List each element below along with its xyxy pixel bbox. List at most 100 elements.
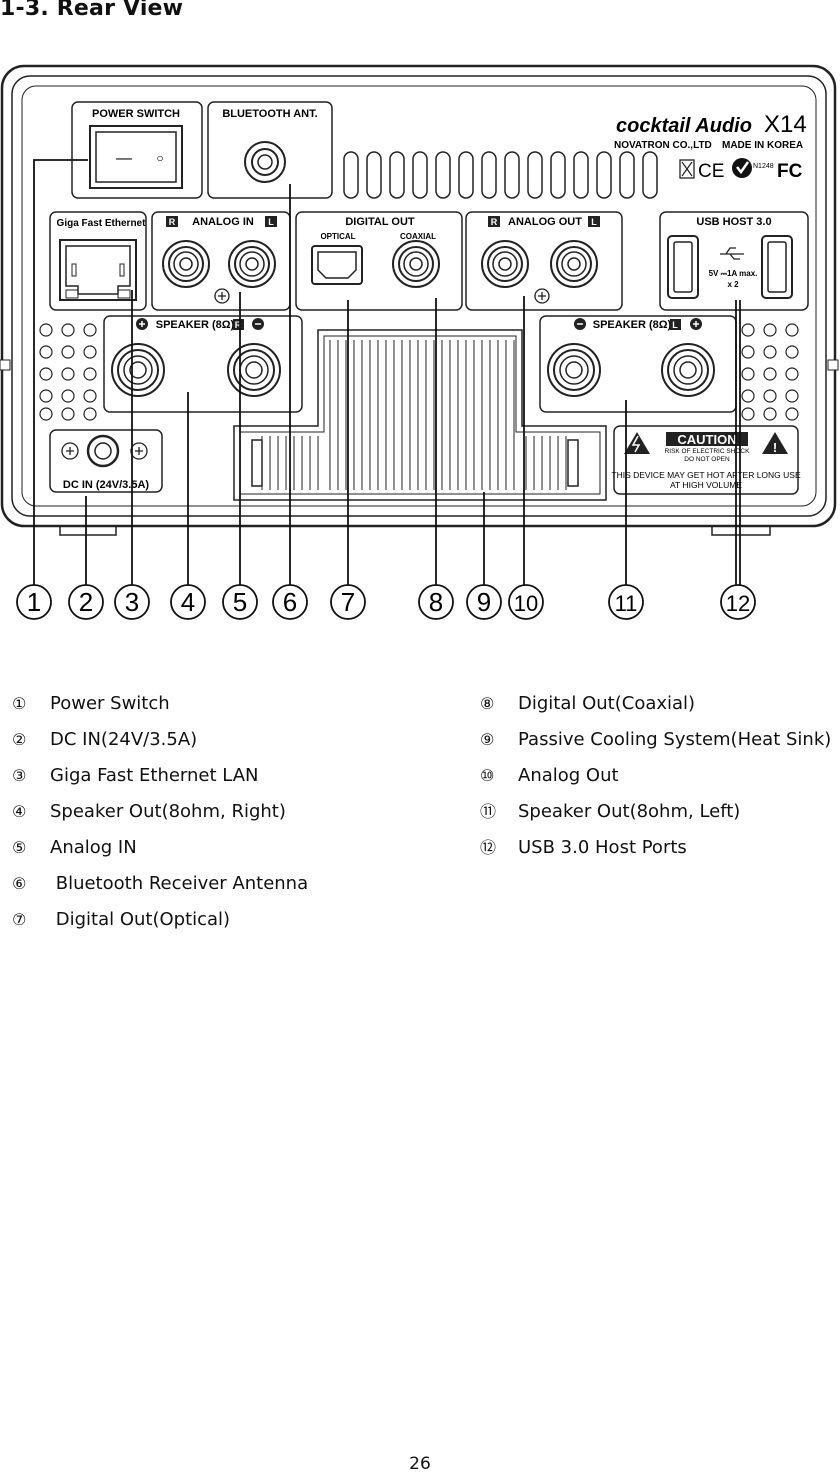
callout-markers: 1 2 3 4 5 6 7 8 9 10 11 12 <box>16 584 756 620</box>
ethernet-port[interactable]: Giga Fast Ethernet <box>49 211 147 311</box>
speaker-right-label: SPEAKER (8Ω) <box>156 319 235 331</box>
rear-panel-diagram: POWER SWITCH — ○ BLUETOOTH ANT. cocktail… <box>0 64 839 620</box>
heat-sink <box>233 329 607 501</box>
speaker-left-badge: L <box>672 320 678 330</box>
analog-out-r-badge: R <box>491 217 498 227</box>
svg-text:9: 9 <box>477 587 491 617</box>
legend-item: ② DC IN(24V/3.5A) <box>0 722 308 758</box>
usb-icon <box>720 247 744 260</box>
legend-item: ⑩ Analog Out <box>468 758 831 794</box>
exclamation-warning-icon <box>762 432 788 454</box>
callout-4: 4 <box>170 584 206 620</box>
legend-num: ⑤ <box>12 838 27 857</box>
legend-label: DC IN(24V/3.5A) <box>50 729 198 750</box>
usb-spec-2: x 2 <box>727 280 739 289</box>
callout-12: 12 <box>720 584 756 620</box>
svg-text:2: 2 <box>79 587 93 617</box>
legend-num: ② <box>12 730 27 749</box>
digital-out-label: DIGITAL OUT <box>345 216 415 228</box>
svg-text:10: 10 <box>514 591 538 616</box>
speaker-out-right[interactable]: SPEAKER (8Ω) R <box>103 315 303 413</box>
caution-label: ! CAUTION RISK OF ELECTRIC SHOCK DO NOT … <box>611 425 801 495</box>
svg-text:4: 4 <box>181 587 195 617</box>
legend-num: ⑧ <box>480 694 495 713</box>
warning-line-2: AT HIGH VOLUME <box>670 480 742 490</box>
caution-line-1: RISK OF ELECTRIC SHOCK <box>665 448 751 455</box>
legend-label: Digital Out(Coaxial) <box>518 693 696 714</box>
dc-in-port[interactable]: DC IN (24V/3.5A) <box>49 429 163 493</box>
legend-label: Analog IN <box>50 837 137 858</box>
svg-text:7: 7 <box>341 587 355 617</box>
legend-right: ⑧ Digital Out(Coaxial) ⑨ Passive Cooling S… <box>468 686 831 866</box>
legend-item: ⑪ Speaker Out(8ohm, Left) <box>468 794 831 830</box>
svg-text:11: 11 <box>615 591 638 616</box>
svg-text:1: 1 <box>27 587 41 617</box>
callout-11: 11 <box>608 584 644 620</box>
analog-out-ports[interactable]: R ANALOG OUT L <box>465 211 623 311</box>
callout-6: 6 <box>272 584 308 620</box>
warning-line-1: THIS DEVICE MAY GET HOT AFTER LONG USE <box>611 470 801 480</box>
fc-mark: FC <box>777 161 803 182</box>
analog-in-label: ANALOG IN <box>192 216 254 228</box>
rcm-icon <box>732 158 752 178</box>
svg-text:5: 5 <box>233 587 247 617</box>
legend-num: ⑩ <box>480 766 495 785</box>
callout-2: 2 <box>68 584 104 620</box>
digital-out-ports[interactable]: DIGITAL OUT OPTICAL COAXIAL <box>295 211 463 311</box>
callout-3: 3 <box>114 584 150 620</box>
legend-label: Giga Fast Ethernet LAN <box>50 765 259 786</box>
callout-7: 7 <box>330 584 366 620</box>
legend-num: ⑪ <box>480 802 497 821</box>
legend-label: Speaker Out(8ohm, Right) <box>50 801 286 822</box>
weee-icon <box>679 159 695 179</box>
callout-9: 9 <box>466 584 502 620</box>
analog-in-l-badge: L <box>268 217 274 227</box>
legend-num: ⑨ <box>480 730 495 749</box>
switch-on-mark: ○ <box>156 151 163 165</box>
vent-holes-right <box>741 323 799 421</box>
section-title: 1-3. Rear View <box>0 0 184 21</box>
legend-label: Passive Cooling System(Heat Sink) <box>518 729 832 750</box>
legend-item: ③ Giga Fast Ethernet LAN <box>0 758 308 794</box>
svg-text:12: 12 <box>726 591 750 616</box>
legend-label: Power Switch <box>50 693 170 714</box>
legend-item: ⑧ Digital Out(Coaxial) <box>468 686 831 722</box>
usb-spec-1: 5V ⎓1A max. <box>709 269 758 278</box>
legend-num: ③ <box>12 766 27 785</box>
legend-item: ⑨ Passive Cooling System(Heat Sink) <box>468 722 831 758</box>
svg-text:!: ! <box>773 440 777 455</box>
dc-in-label: DC IN (24V/3.5A) <box>63 479 150 491</box>
heat-sink-fins <box>261 340 567 490</box>
svg-text:3: 3 <box>125 587 139 617</box>
analog-in-r-badge: R <box>169 217 176 227</box>
page-number: 26 <box>409 1454 431 1474</box>
analog-in-ports[interactable]: R ANALOG IN L <box>151 211 291 311</box>
legend-num: ⑫ <box>480 838 497 857</box>
legend-label: Speaker Out(8ohm, Left) <box>518 801 741 822</box>
speaker-out-left[interactable]: SPEAKER (8Ω) L <box>539 315 737 413</box>
legend-num: ⑦ <box>12 910 27 929</box>
model-name: X14 <box>764 111 807 138</box>
legend-label: Digital Out(Optical) <box>50 909 231 930</box>
svg-text:8: 8 <box>429 587 443 617</box>
legend-label: USB 3.0 Host Ports <box>518 837 687 858</box>
bluetooth-label: BLUETOOTH ANT. <box>222 108 317 120</box>
legend-label: Bluetooth Receiver Antenna <box>50 873 309 894</box>
vent-holes-left <box>39 323 97 421</box>
legend-item: ⑤ Analog IN <box>0 830 308 866</box>
speaker-left-label: SPEAKER (8Ω) <box>593 319 672 331</box>
lightning-warning-icon <box>624 432 650 454</box>
power-switch[interactable]: POWER SWITCH — ○ <box>71 101 203 199</box>
analog-out-l-badge: L <box>591 217 597 227</box>
callout-1: 1 <box>16 584 52 620</box>
brand-block: cocktail Audio X14 NOVATRON CO.,LTD MADE… <box>614 111 807 182</box>
legend-item: ⑥ Bluetooth Receiver Antenna <box>0 866 308 902</box>
bluetooth-antenna-port[interactable]: BLUETOOTH ANT. <box>207 101 333 199</box>
top-vents <box>343 151 658 199</box>
legend-label: Analog Out <box>518 765 619 786</box>
usb-label: USB HOST 3.0 <box>696 216 771 228</box>
callout-5: 5 <box>222 584 258 620</box>
usb-host-ports[interactable]: USB HOST 3.0 5V ⎓1A max. x 2 <box>659 211 809 311</box>
chassis <box>0 64 839 536</box>
